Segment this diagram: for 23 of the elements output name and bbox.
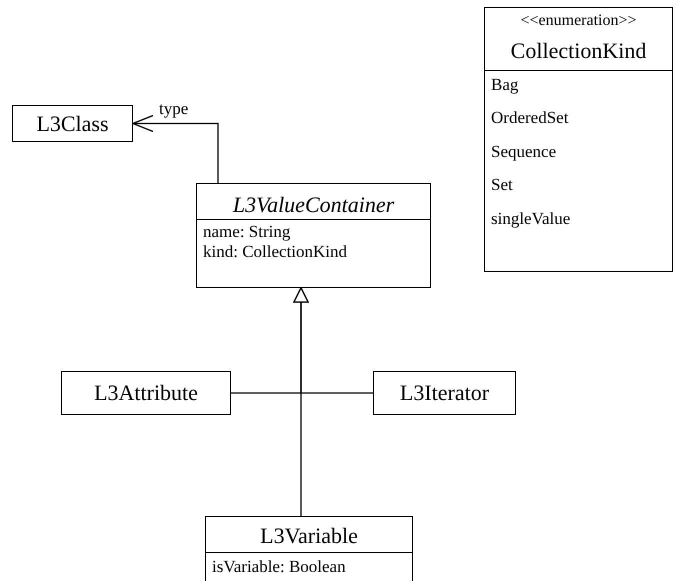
class-box (484, 7, 673, 272)
attribute: kind: CollectionKind (203, 242, 348, 262)
class-name: L3Attribute (94, 380, 198, 406)
class-name: CollectionKind (510, 38, 646, 64)
class-name: L3Iterator (400, 380, 490, 406)
class-name: L3Class (36, 110, 109, 136)
class-box (373, 371, 516, 415)
class-box (61, 371, 231, 415)
class-box (196, 183, 431, 288)
enum-literal: Sequence (491, 142, 556, 162)
class-box (205, 516, 413, 581)
class-name: L3Variable (260, 523, 358, 548)
enum-literal: singleValue (491, 208, 570, 228)
attribute: isVariable: Boolean (212, 557, 346, 577)
stereotype: <<enumeration>> (520, 12, 637, 30)
attribute: name: String (203, 222, 290, 242)
class-box (12, 105, 133, 142)
generalization-arrow (293, 287, 309, 516)
enum-literal: Bag (491, 74, 518, 94)
enum-literal: Set (491, 175, 513, 195)
enum-literal: OrderedSet (491, 108, 568, 128)
class-name: L3ValueContainer (232, 192, 394, 218)
association-arrow (132, 114, 219, 183)
